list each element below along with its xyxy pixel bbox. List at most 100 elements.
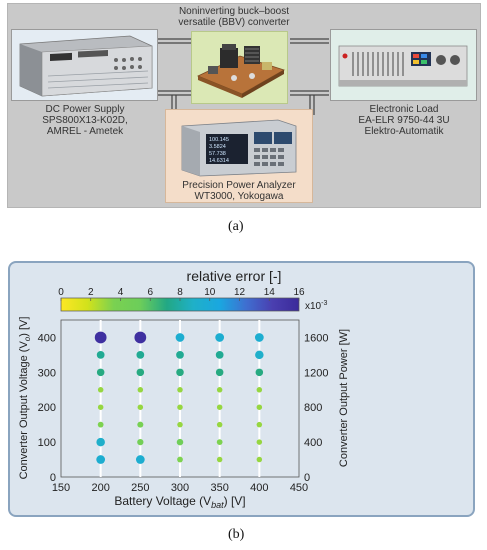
point-250-200 (137, 404, 144, 410)
point-300-300 (176, 368, 184, 377)
point-400-400 (254, 333, 264, 342)
analyzer-reading-1: 100.145 (209, 137, 229, 143)
y-left-tick-300: 300 (38, 367, 56, 379)
colorbar-tick-0: 0 (58, 287, 64, 298)
colorbar-multiplier: x10-3 (305, 300, 327, 312)
load-line3: Elektro-Automatik (364, 126, 444, 137)
x-tick-300: 300 (171, 482, 189, 494)
colorbar-tick-6: 6 (147, 287, 153, 298)
point-400-50 (256, 456, 263, 463)
x-tick-350: 350 (210, 482, 228, 494)
power-supply-line1: DC Power Supply (45, 104, 125, 115)
load-image (338, 45, 468, 87)
point-350-50 (216, 456, 223, 463)
point-400-250 (256, 387, 263, 393)
power-supply-line2: SPS800X13-K02D, (42, 115, 128, 126)
point-250-350 (136, 351, 145, 359)
point-300-200 (177, 404, 183, 410)
x-tick-450: 450 (290, 482, 308, 494)
power-supply-image (19, 35, 153, 97)
y-right-tick-400: 400 (304, 437, 322, 449)
point-400-100 (256, 439, 263, 445)
power-supply-line3: AMREL - Ametek (46, 126, 124, 137)
converter-image (197, 44, 285, 98)
colorbar-tick-16: 16 (293, 287, 305, 298)
analyzer-box: 100.145 3.5824 57.738 14.6314 Precision … (165, 109, 313, 203)
point-200-200 (97, 404, 104, 410)
y-left-tick-0: 0 (50, 472, 56, 484)
figure-a-label: (a) (228, 219, 244, 234)
colorbar-tick-12: 12 (234, 287, 246, 298)
colorbar-tick-8: 8 (177, 287, 183, 298)
converter-line2: versatile (BBV) converter (178, 17, 290, 28)
analyzer-line2: WT3000, Yokogawa (194, 191, 284, 202)
y-right-tick-0: 0 (304, 472, 310, 484)
point-300-150 (177, 421, 183, 428)
y-right-tick-1600: 1600 (304, 332, 328, 344)
y-right-tick-1200: 1200 (304, 367, 328, 379)
y-left-tick-100: 100 (38, 437, 56, 449)
point-400-200 (256, 404, 263, 410)
y-left-tick-400: 400 (38, 332, 56, 344)
point-200-300 (96, 368, 105, 377)
point-250-50 (135, 455, 145, 464)
point-200-400 (94, 331, 107, 344)
point-200-350 (96, 351, 105, 359)
y-right-axis-label: Converter Output Power [W] (338, 329, 350, 467)
analyzer-image: 100.145 3.5824 57.738 14.6314 (181, 119, 297, 177)
point-400-300 (255, 368, 264, 377)
point-200-100 (96, 437, 105, 447)
point-400-150 (256, 421, 263, 428)
point-400-350 (255, 350, 264, 360)
analyzer-line1: Precision Power Analyzer (182, 180, 296, 191)
load-line1: Electronic Load (369, 104, 439, 115)
point-250-300 (136, 368, 145, 377)
y-right-tick-800: 800 (304, 402, 322, 414)
point-350-150 (216, 421, 223, 428)
y-left-tick-200: 200 (38, 402, 56, 414)
converter-line1: Noninverting buck–boost (178, 6, 290, 17)
analyzer-reading-2: 3.5824 (209, 144, 226, 150)
point-200-150 (97, 421, 104, 428)
analyzer-caption: Precision Power Analyzer WT3000, Yokogaw… (166, 180, 312, 202)
colorbar-tick-labels: 0 2 4 6 8 10 12 14 16 (58, 287, 305, 298)
relative-error-chart: relative error [-] 0 2 4 6 8 10 12 14 16 x10-3 1… (18, 268, 350, 510)
colorbar-title: relative error [-] (187, 268, 282, 284)
point-200-50 (96, 455, 106, 464)
colorbar-tick-marks (60, 298, 300, 301)
point-350-300 (215, 368, 224, 377)
figure-b-label: (b) (228, 527, 245, 542)
x-tick-250: 250 (131, 482, 149, 494)
point-250-150 (137, 421, 144, 428)
connection-wires (158, 38, 329, 118)
data-points (94, 331, 264, 464)
point-300-100 (176, 438, 184, 446)
point-250-100 (137, 438, 144, 446)
load-line2: EA-ELR 9750-44 3U (358, 115, 450, 126)
y-right-tick-labels: 0 400 800 1200 1600 (304, 332, 328, 484)
converter-box (191, 31, 288, 104)
point-300-250 (177, 387, 183, 393)
analyzer-reading-4: 14.6314 (209, 158, 229, 164)
load-box (330, 29, 477, 101)
point-350-250 (216, 387, 223, 393)
x-tick-150: 150 (52, 482, 70, 494)
x-gridlines (99, 320, 261, 477)
point-200-250 (97, 387, 104, 393)
colorbar-tick-2: 2 (88, 287, 94, 298)
load-caption: Electronic Load EA-ELR 9750-44 3U Elektr… (346, 104, 462, 137)
converter-caption: Noninverting buck–boost versatile (BBV) … (172, 6, 296, 28)
point-350-100 (216, 439, 223, 445)
point-300-400 (175, 333, 185, 342)
x-tick-200: 200 (91, 482, 109, 494)
point-300-350 (176, 351, 184, 359)
x-tick-400: 400 (250, 482, 268, 494)
power-supply-box (11, 29, 158, 101)
point-250-250 (137, 387, 144, 393)
x-tick-labels: 150 200 250 300 350 400 450 (52, 482, 308, 494)
colorbar-tick-4: 4 (118, 287, 124, 298)
colorbar-tick-10: 10 (204, 287, 216, 298)
point-250-400 (134, 331, 147, 344)
colorbar-tick-14: 14 (264, 287, 276, 298)
y-left-tick-labels: 0 100 200 300 400 (38, 332, 56, 484)
